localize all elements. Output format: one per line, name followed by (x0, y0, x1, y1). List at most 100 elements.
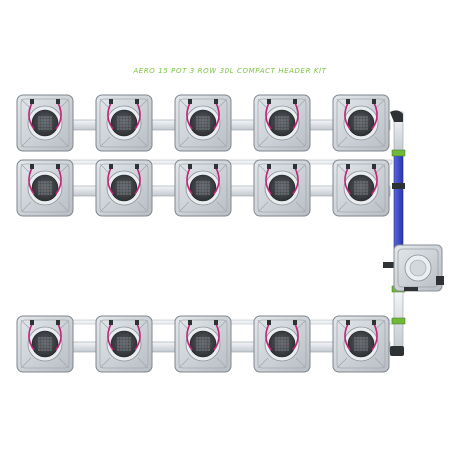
pot-corner-lines (178, 98, 228, 148)
pot (174, 159, 232, 217)
pot-corner-lines (257, 163, 307, 213)
pot-bevel (178, 319, 228, 369)
pot (16, 315, 74, 373)
pot-bevel (336, 98, 386, 148)
hose-fitting-left (346, 164, 350, 169)
pot-corner-lines (257, 319, 307, 369)
net-pot-grid (275, 181, 289, 195)
pot (95, 159, 153, 217)
hose-fitting-right (293, 320, 297, 325)
hose-fitting-left (267, 320, 271, 325)
pot (253, 159, 311, 217)
drip-hose-left (186, 167, 193, 195)
pot-corner-lines (99, 163, 149, 213)
net-pot-grid (196, 181, 210, 195)
drip-hose-left (107, 167, 114, 195)
hose-fitting-right (214, 320, 218, 325)
drip-hose-right (292, 323, 299, 351)
connector-4 (391, 317, 406, 325)
net-pot-grid (38, 337, 52, 351)
net-pot-grid (354, 181, 368, 195)
hose-fitting-right (56, 320, 60, 325)
hose-fitting-right (214, 164, 218, 169)
net-pot-grid (275, 337, 289, 351)
drip-hose-right (55, 167, 62, 195)
drip-hose-left (344, 102, 351, 130)
pot-bevel (336, 163, 386, 213)
reservoir-lid-inner (409, 259, 427, 277)
drip-hose-right (292, 167, 299, 195)
pot-bevel (99, 163, 149, 213)
pot-bevel (20, 98, 70, 148)
hose-fitting-right (293, 164, 297, 169)
kit-title: AERO 15 POT 3 ROW 30L COMPACT HEADER KIT (133, 67, 327, 75)
pot-bevel (257, 163, 307, 213)
drip-hose-right (213, 102, 220, 130)
drip-hose-right (213, 167, 220, 195)
hose-fitting-right (135, 99, 139, 104)
hose-fitting-left (30, 99, 34, 104)
pot-bevel (257, 98, 307, 148)
net-pot-grid (38, 181, 52, 195)
drip-hose-left (344, 167, 351, 195)
pot (174, 94, 232, 152)
drip-hose-right (134, 102, 141, 130)
pot-corner-lines (20, 163, 70, 213)
hose-fitting-left (346, 99, 350, 104)
hose-fitting-left (188, 99, 192, 104)
drip-hose-left (265, 323, 272, 351)
hose-fitting-right (56, 99, 60, 104)
net-pot-grid (354, 116, 368, 130)
connector-1 (391, 149, 406, 157)
net-pot-grid (117, 116, 131, 130)
pot-corner-lines (20, 98, 70, 148)
drip-hose-right (55, 323, 62, 351)
drip-hose-left (265, 167, 272, 195)
drip-hose-right (292, 102, 299, 130)
pot-corner-lines (336, 163, 386, 213)
hose-fitting-left (30, 320, 34, 325)
hose-fitting-left (188, 320, 192, 325)
pot-bevel (336, 319, 386, 369)
reservoir-pump-line (404, 287, 418, 291)
pot-bevel (20, 163, 70, 213)
pot (95, 94, 153, 152)
net-pot-grid (275, 116, 289, 130)
hose-fitting-right (214, 99, 218, 104)
hose-fitting-left (267, 99, 271, 104)
drip-hose-right (371, 102, 378, 130)
pot-bevel (178, 98, 228, 148)
hose-fitting-left (267, 164, 271, 169)
pot-corner-lines (336, 98, 386, 148)
drip-hose-right (134, 323, 141, 351)
hose-fitting-left (30, 164, 34, 169)
hose-fitting-left (109, 164, 113, 169)
hose-fitting-right (135, 320, 139, 325)
reservoir (393, 244, 444, 292)
hose-fitting-left (109, 99, 113, 104)
pot-corner-lines (257, 98, 307, 148)
connector-2 (392, 183, 405, 189)
drip-hose-right (213, 323, 220, 351)
pot-bevel (99, 319, 149, 369)
pot-bevel (99, 98, 149, 148)
net-pot-grid (196, 116, 210, 130)
hose-fitting-right (372, 164, 376, 169)
pot-bevel (20, 319, 70, 369)
pot-corner-lines (178, 319, 228, 369)
drip-hose-left (107, 102, 114, 130)
pot (16, 94, 74, 152)
pot (16, 159, 74, 217)
pot-bevel (257, 319, 307, 369)
drip-hose-left (186, 102, 193, 130)
pot (332, 159, 390, 217)
net-pot-grid (354, 337, 368, 351)
hose-fitting-right (56, 164, 60, 169)
hose-fitting-left (188, 164, 192, 169)
header-pipe-blue (393, 153, 404, 260)
drip-hose-right (55, 102, 62, 130)
pot-corner-lines (99, 319, 149, 369)
reservoir-outlet (436, 276, 444, 285)
drip-hose-left (28, 167, 35, 195)
net-pot-grid (117, 337, 131, 351)
